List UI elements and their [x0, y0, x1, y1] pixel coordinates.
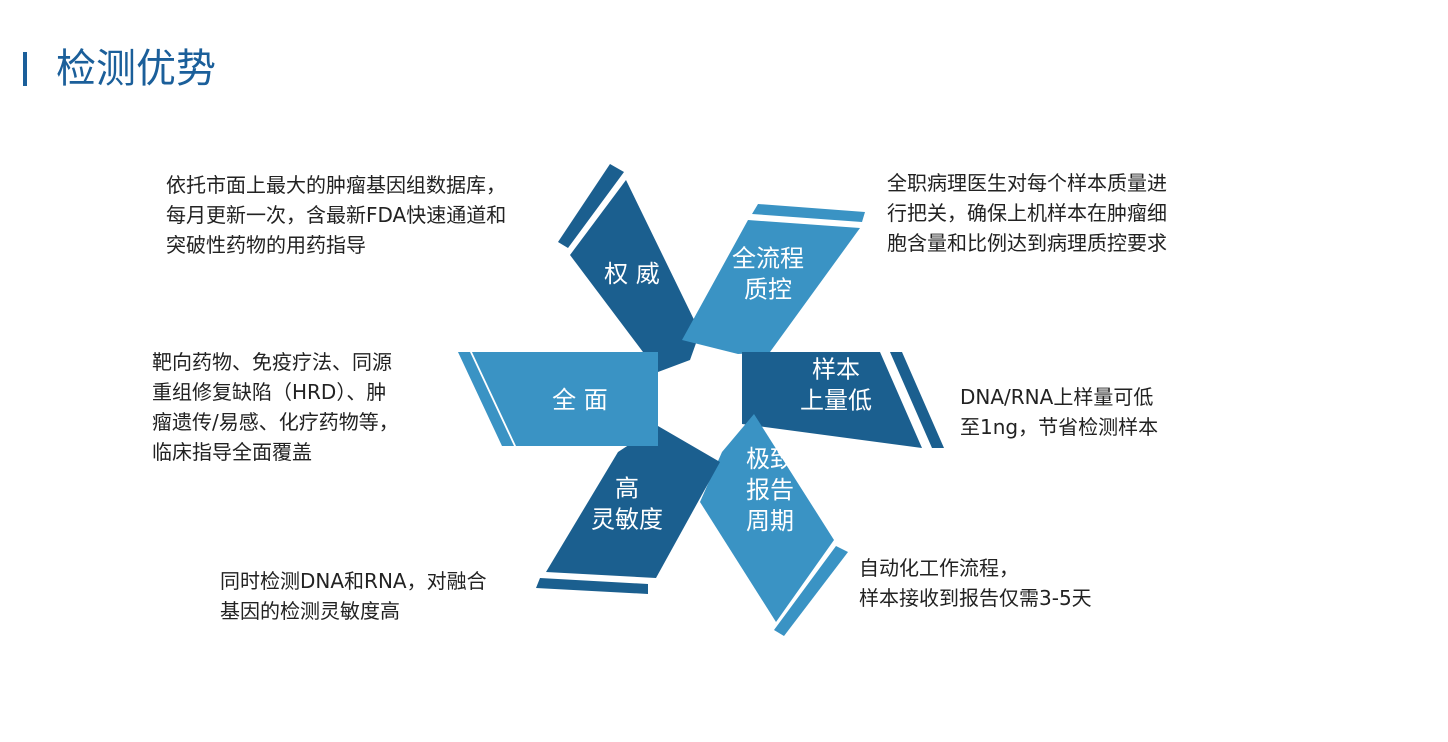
segment-turnaround-shape [700, 414, 834, 622]
segment-authority-shape [570, 180, 700, 372]
segment-turnaround-label: 极致报告周期 [746, 445, 794, 535]
segment-comprehensive: 全 面 [458, 352, 658, 446]
segment-sensitivity: 高灵敏度 [536, 426, 720, 594]
segment-qc-shape [682, 220, 860, 354]
description-qc: 全职病理医生对每个样本质量进 行把关，确保上机样本在肿瘤细 胞含量和比例达到病理… [887, 171, 1167, 255]
page-title: 检测优势 [56, 46, 216, 92]
segment-label-line: 全 面 [552, 386, 608, 414]
segment-label-line: 周期 [746, 507, 794, 535]
segment-label-line: 全流程 [732, 245, 804, 273]
segment-sensitivity-stripe [536, 578, 648, 594]
segment-lowinput-stripe [890, 352, 944, 448]
segment-sensitivity-label: 高灵敏度 [591, 475, 663, 534]
segment-turnaround-stripe [774, 546, 848, 636]
title-accent-bar [23, 52, 27, 86]
segment-label-line: 极致 [746, 445, 794, 473]
segment-label-line: 权 威 [604, 260, 660, 288]
description-sensitivity: 同时检测DNA和RNA，对融合 基因的检测灵敏度高 [220, 569, 487, 623]
description-turnaround: 自动化工作流程， 样本接收到报告仅需3-5天 [859, 556, 1092, 610]
segment-label-line: 上量低 [800, 387, 872, 415]
segment-comprehensive-shape [472, 352, 658, 446]
description-comprehensive: 靶向药物、免疫疗法、同源 重组修复缺陷（HRD）、肿 瘤遗传/易感、化疗药物等，… [152, 350, 399, 464]
segment-authority-stripe [558, 164, 624, 248]
segment-qc-label: 全流程质控 [732, 245, 804, 304]
segment-sensitivity-shape [546, 426, 720, 578]
segment-qc-stripe [752, 204, 865, 222]
segment-label-line: 高 [615, 475, 639, 503]
segment-comprehensive-label: 全 面 [552, 386, 608, 414]
segment-label-line: 报告 [746, 476, 794, 504]
segment-label-line: 质控 [744, 276, 792, 304]
segment-label-line: 灵敏度 [591, 506, 663, 534]
segment-lowinput-label: 样本上量低 [800, 356, 872, 415]
segment-qc: 全流程质控 [682, 204, 865, 354]
segment-label-line: 样本 [812, 356, 860, 384]
segment-comprehensive-stripe [458, 352, 514, 446]
description-lowinput: DNA/RNA上样量可低 至1ng，节省检测样本 [960, 385, 1159, 439]
segment-lowinput-shape [742, 352, 922, 448]
segment-turnaround: 极致报告周期 [700, 414, 848, 636]
segment-lowinput: 样本上量低 [742, 352, 944, 448]
segment-authority-label: 权 威 [604, 260, 660, 288]
segment-authority: 权 威 [558, 164, 700, 372]
description-authority: 依托市面上最大的肿瘤基因组数据库， 每月更新一次，含最新FDA快速通道和 突破性… [166, 173, 507, 257]
